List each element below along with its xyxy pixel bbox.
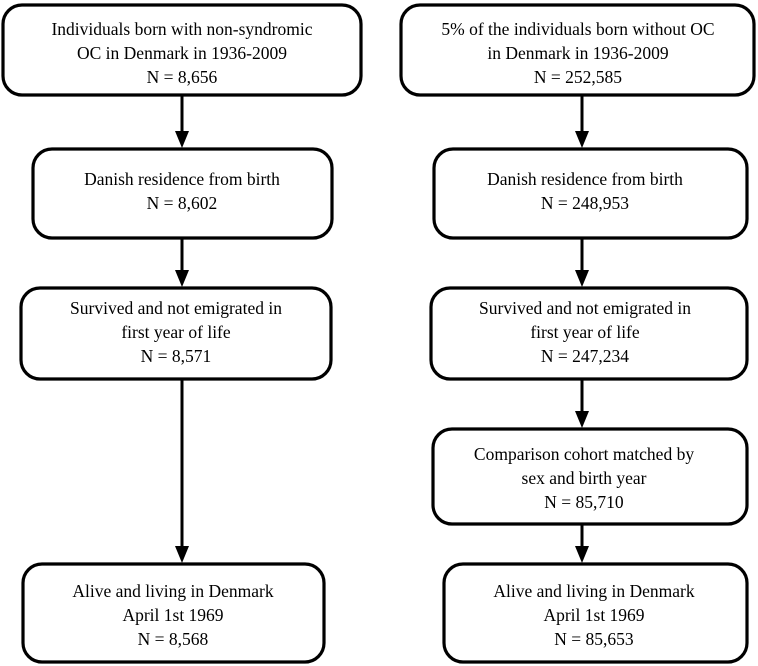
node-left-1-count: N = 8,656: [147, 67, 218, 87]
node-left-2-line-1: Danish residence from birth: [84, 169, 280, 189]
node-left-3-line-1: Survived and not emigrated in: [70, 298, 282, 318]
node-right-alive-1969[interactable]: Alive and living in Denmark April 1st 19…: [442, 562, 749, 664]
node-left-danish-residence[interactable]: Danish residence from birth N = 8,602: [31, 147, 334, 240]
node-right-3-count: N = 247,234: [541, 346, 629, 366]
node-right-survived-first-year[interactable]: Survived and not emigrated in first year…: [429, 286, 749, 381]
node-right-4-line-1: Comparison cohort matched by: [474, 444, 694, 464]
node-left-3-line-2: first year of life: [121, 322, 231, 342]
node-right-5-line-2: April 1st 1969: [543, 605, 644, 625]
node-right-4-shape: [431, 427, 749, 526]
node-left-survived-first-year[interactable]: Survived and not emigrated in first year…: [19, 286, 333, 381]
node-right-3-line-2: first year of life: [530, 322, 640, 342]
node-left-3-shape: [19, 286, 333, 381]
node-left-1-line-1: Individuals born with non-syndromic: [51, 19, 312, 39]
node-right-source-cohort[interactable]: 5% of the individuals born without OC in…: [399, 3, 756, 97]
node-left-4-shape: [21, 562, 326, 664]
node-left-4-line-2: April 1st 1969: [122, 605, 223, 625]
connector-right-3-to-4: [575, 380, 589, 428]
connector-right-1-to-2: [575, 95, 589, 148]
node-right-1-shape: [399, 3, 756, 97]
node-right-1-line-2: in Denmark in 1936-2009: [487, 43, 669, 63]
node-right-5-line-1: Alive and living in Denmark: [493, 581, 694, 601]
node-left-alive-1969[interactable]: Alive and living in Denmark April 1st 19…: [21, 562, 326, 664]
connector-right-2-to-3: [575, 238, 589, 287]
connector-left-2-to-3: [175, 238, 189, 287]
node-right-3-line-1: Survived and not emigrated in: [479, 298, 691, 318]
node-right-4-count: N = 85,710: [544, 492, 624, 512]
node-right-comparison-matched[interactable]: Comparison cohort matched by sex and bir…: [431, 427, 749, 526]
connector-right-4-to-5: [575, 525, 589, 563]
node-right-5-shape: [442, 562, 749, 664]
node-right-4-line-2: sex and birth year: [522, 468, 647, 488]
node-left-1-line-2: OC in Denmark in 1936-2009: [77, 43, 287, 63]
connector-left-3-to-4: [175, 380, 189, 563]
node-left-4-line-1: Alive and living in Denmark: [72, 581, 273, 601]
node-right-1-count: N = 252,585: [534, 67, 622, 87]
node-left-3-count: N = 8,571: [141, 346, 212, 366]
node-right-2-line-1: Danish residence from birth: [487, 169, 683, 189]
node-right-2-count: N = 248,953: [541, 193, 629, 213]
node-left-2-count: N = 8,602: [147, 193, 218, 213]
node-right-3-shape: [429, 286, 749, 381]
node-right-5-count: N = 85,653: [554, 629, 634, 649]
node-left-1-shape: [1, 3, 363, 97]
node-left-4-count: N = 8,568: [138, 629, 209, 649]
node-right-1-line-1: 5% of the individuals born without OC: [441, 19, 714, 39]
node-left-source-cohort[interactable]: Individuals born with non-syndromic OC i…: [1, 3, 363, 97]
connector-left-1-to-2: [175, 95, 189, 148]
node-left-2-shape: [31, 147, 334, 240]
node-right-2-shape: [432, 147, 749, 240]
node-right-danish-residence[interactable]: Danish residence from birth N = 248,953: [432, 147, 749, 240]
